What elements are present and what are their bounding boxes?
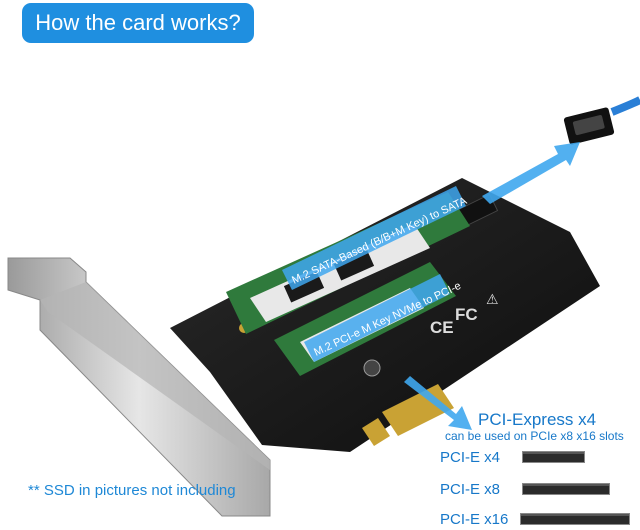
pcie-arrow: [404, 376, 472, 430]
slot-bar-x8: [522, 483, 610, 495]
slot-label-x4: PCI-E x4: [440, 448, 501, 466]
page-title: How the card works?: [35, 10, 241, 35]
title-badge: How the card works?: [22, 3, 254, 43]
slot-label-x16: PCI-E x16: [440, 510, 509, 528]
svg-text:FC: FC: [455, 305, 478, 324]
pcie-subtext: can be used on PCIe x8 x16 slots: [445, 429, 624, 443]
slot-row-x8: PCI-E x8: [440, 478, 630, 500]
slot-bar-x4: [522, 451, 585, 463]
svg-text:⚠: ⚠: [486, 291, 499, 307]
slot-row-x16: PCI-E x16: [440, 508, 630, 530]
slot-row-x4: PCI-E x4: [440, 446, 630, 468]
svg-text:CE: CE: [430, 318, 454, 337]
slot-label-x8: PCI-E x8: [440, 480, 501, 498]
pcie-heading: PCI-Express x4: [478, 410, 597, 429]
slot-bar-x16: [520, 513, 630, 525]
sata-cable: [563, 96, 640, 145]
ssd-note: ** SSD in pictures not including: [28, 482, 236, 499]
pci-bracket: [7, 257, 271, 517]
sata-arrow: [482, 142, 580, 204]
